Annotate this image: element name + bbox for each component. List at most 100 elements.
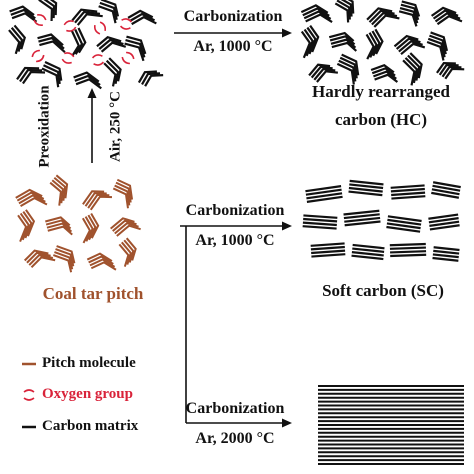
pitch-molecule-layer [55,248,75,267]
arrow-bottom-label-below: Ar, 2000 °C [195,430,275,447]
pitch-molecule [52,245,76,273]
pitch-molecule-oxidized-layer [13,24,26,50]
pitch-molecule-layer [22,211,33,239]
pitch-molecule-oxidized-layer [10,8,36,20]
hc-domain-layer [303,10,332,20]
pitch-molecule-oxidized-layer [38,36,65,50]
hc-domain [436,61,465,80]
pitch-molecule-oxidized [103,57,122,87]
hc-domain-layer [373,70,397,80]
arrow-top-label-above: Carbonization [183,8,283,25]
pitch-molecule-layer [54,251,74,270]
pitch-molecule-oxidized-layer [141,72,161,85]
pitch-molecule-oxidized-layer [77,27,87,54]
pitch-molecule-oxidized-layer [103,62,117,87]
pitch-molecule-layer [17,214,28,243]
preoxidized-pitch-cluster [8,0,164,90]
pitch-molecule-oxidized-layer [144,74,164,87]
hc-domain-layer [373,14,400,28]
sc-domain-layer [306,192,343,200]
pitch-molecule-layer [45,219,72,230]
hc-domain-layer [441,65,462,78]
oxygen-group [91,54,105,66]
pitch-molecule-oxidized-layer [42,0,58,16]
hc-label-line2: carbon (HC) [334,110,428,129]
sc-domain-layer [348,186,383,193]
legend-swatches [22,362,36,429]
oxygen-group-arc [66,26,77,32]
oxygen-group [61,52,75,64]
graphitic-carbon-stack [318,385,464,465]
sc-domain-layer [386,225,421,233]
sc-domain-layer [351,251,384,257]
preoxidation-label: Preoxidation [36,85,53,168]
sc-domain-layer [433,246,460,252]
sc-domain [390,184,426,200]
sc-domain [343,209,381,227]
pitch-molecule [45,216,73,236]
sc-domain-layer [387,215,422,223]
sc-domain-layer [390,184,425,189]
pitch-molecule-layer [84,192,107,207]
sc-domain-layer [387,218,422,226]
pitch-molecule-oxidized-layer [76,13,103,26]
sc-domain-layer [351,254,384,261]
oxygen-group [31,49,45,63]
hc-domain-layer [339,56,358,79]
pitch-molecule-layer [114,184,131,206]
hc-domain-layer [432,9,459,20]
oxygen-group-arc [121,56,130,65]
pitch-molecule [15,188,48,208]
oxygen-group-arc [93,25,101,35]
sc-domain-layer [348,190,383,197]
pitch-molecule-oxidized-layer [100,41,127,53]
pitch-molecule-oxidized-layer [40,0,56,19]
pitch-molecule-layer [23,249,49,262]
hc-domain-layer [308,63,331,77]
hc-label-line1: Hardly rearranged [311,82,451,101]
hc-domain-layer [313,67,336,81]
pitch-molecule-layer [90,212,100,239]
oxygen-group-arc [61,58,72,64]
pitch-molecule-oxidized-layer [70,30,80,57]
sc-domain [348,179,384,197]
pitch-molecule-oxidized-layer [41,67,60,88]
coal-tar-pitch-label: Coal tar pitch [42,284,144,303]
pitch-molecule-oxidized [9,5,38,23]
pitch-molecule-layer [87,214,97,241]
hard-carbon-cluster [300,0,465,86]
sc-domain-layer [428,213,459,220]
hc-domain-layer [395,37,421,50]
pitch-molecule-oxidized-layer [125,39,146,58]
hc-domain-layer [329,35,356,46]
pitch-molecule-oxidized-layer [10,27,24,52]
pitch-molecule-oxidized-layer [74,29,84,55]
pitch-molecule-layer [84,216,94,242]
hc-domain-layer [310,65,333,79]
hc-domain-layer [393,34,419,48]
hc-domain [300,4,333,23]
hc-domain [366,7,400,28]
pitch-molecule-oxidized-layer [126,35,147,55]
legend-oxygen-swatch-arc [23,397,35,401]
pitch-molecule-oxidized-layer [43,64,61,85]
pitch-molecule-layer [16,191,45,202]
oxygen-group-arc [91,54,103,59]
sc-domain-layer [432,256,459,262]
preoxidation-conditions: Air, 250 °C [107,91,124,162]
sc-domain [389,242,427,258]
pitch-molecule-oxidized [137,70,164,87]
pitch-molecule-layer [55,174,69,199]
pitch-molecule [118,237,137,267]
sc-domain-layer [431,191,460,199]
pitch-molecule-layer [90,261,117,271]
pitch-molecule-oxidized-layer [19,68,43,83]
pitch-molecule-layer [19,212,30,241]
pitch-molecule-layer [89,258,116,268]
pitch-molecule-layer [53,177,67,201]
hc-domain-layer [300,30,312,59]
hc-domain-layer [430,31,449,52]
hc-domain-layer [409,52,423,79]
pitch-molecule-layer [89,195,113,211]
